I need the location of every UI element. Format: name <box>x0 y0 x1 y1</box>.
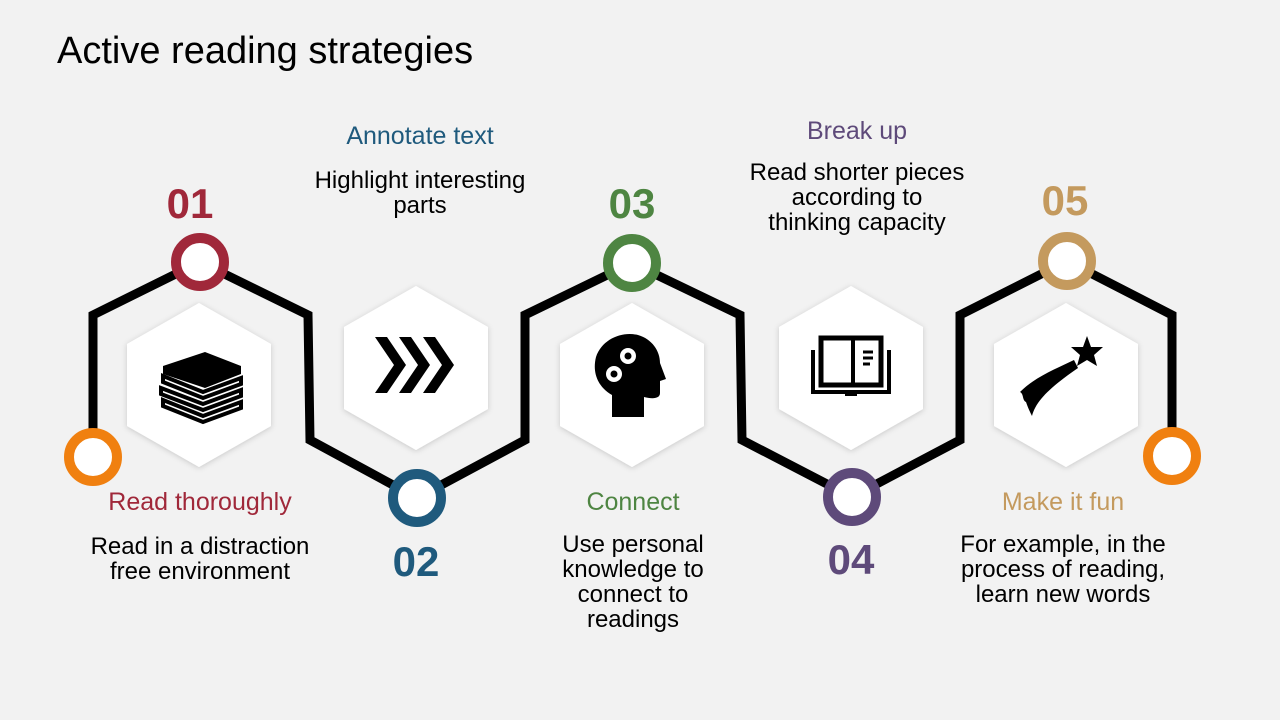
step-title: Connect <box>586 488 680 516</box>
step-number: 04 <box>827 536 875 583</box>
step-description: For example, in the process of reading, … <box>960 531 1166 608</box>
chevrons-icon <box>375 337 454 393</box>
step-title: Make it fun <box>1001 488 1125 516</box>
node-5 <box>1038 232 1096 290</box>
step-description: Read shorter pieces according to thinkin… <box>749 159 965 236</box>
step-title: Annotate text <box>346 122 494 150</box>
step-description: Use personal knowledge to connect to rea… <box>562 531 704 633</box>
step-number: 05 <box>1041 177 1089 224</box>
shooting-star-icon <box>1020 336 1103 416</box>
step-description: Highlight interesting parts <box>314 167 526 219</box>
step-title: Break up <box>806 117 908 145</box>
start-node <box>64 428 122 486</box>
step-title: Read thoroughly <box>108 488 292 516</box>
step-number: 02 <box>392 538 440 585</box>
slide-title: Active reading strategies <box>57 30 474 72</box>
node-2 <box>388 469 446 527</box>
step-number: 03 <box>608 180 656 227</box>
node-3 <box>603 234 661 292</box>
step-number: 01 <box>166 180 214 227</box>
node-4 <box>823 468 881 526</box>
hexagon-5 <box>994 303 1138 467</box>
books-icon <box>159 352 243 425</box>
step-description: Read in a distraction free environment <box>90 533 310 585</box>
node-1 <box>171 233 229 291</box>
end-node <box>1143 427 1201 485</box>
head-gears-icon <box>594 333 666 417</box>
open-book-icon <box>811 335 891 396</box>
